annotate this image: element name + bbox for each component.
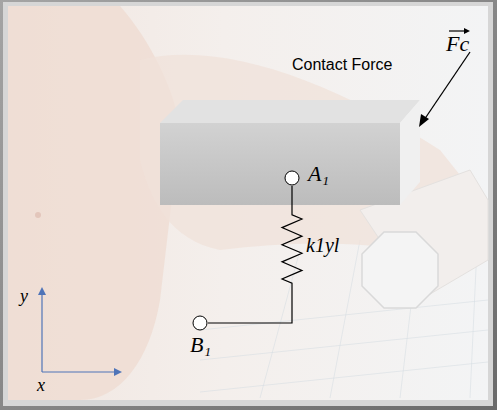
block-front — [160, 123, 400, 205]
circle-outline — [284, 170, 300, 186]
spring-connector — [208, 186, 302, 323]
axis-label: x — [37, 376, 45, 396]
force-arrowhead — [419, 114, 429, 127]
joint-octagon — [362, 232, 438, 308]
force-arrow — [424, 52, 470, 120]
block-top — [160, 100, 420, 123]
nipple — [35, 212, 41, 218]
force-caption: Contact Force — [292, 56, 392, 74]
circle-shape — [285, 171, 299, 185]
x-axis-head — [114, 368, 122, 376]
circle-shape — [193, 316, 207, 330]
block-side — [400, 100, 420, 205]
frame-bevel — [3, 2, 493, 406]
photo-ground — [8, 6, 488, 400]
joint-circle: A₁ — [284, 170, 300, 186]
point-label: A₁ — [308, 162, 329, 186]
x-axis — [42, 371, 116, 372]
joint-circle: B₁ — [192, 315, 208, 331]
force-symbol: Fc — [446, 32, 469, 56]
circle-outline — [192, 315, 208, 331]
axis-label: y — [20, 287, 28, 307]
y-axis — [41, 293, 42, 372]
point-label: B₁ — [190, 333, 211, 357]
y-axis-head — [38, 287, 46, 295]
spring-label: k1yl — [306, 234, 339, 256]
